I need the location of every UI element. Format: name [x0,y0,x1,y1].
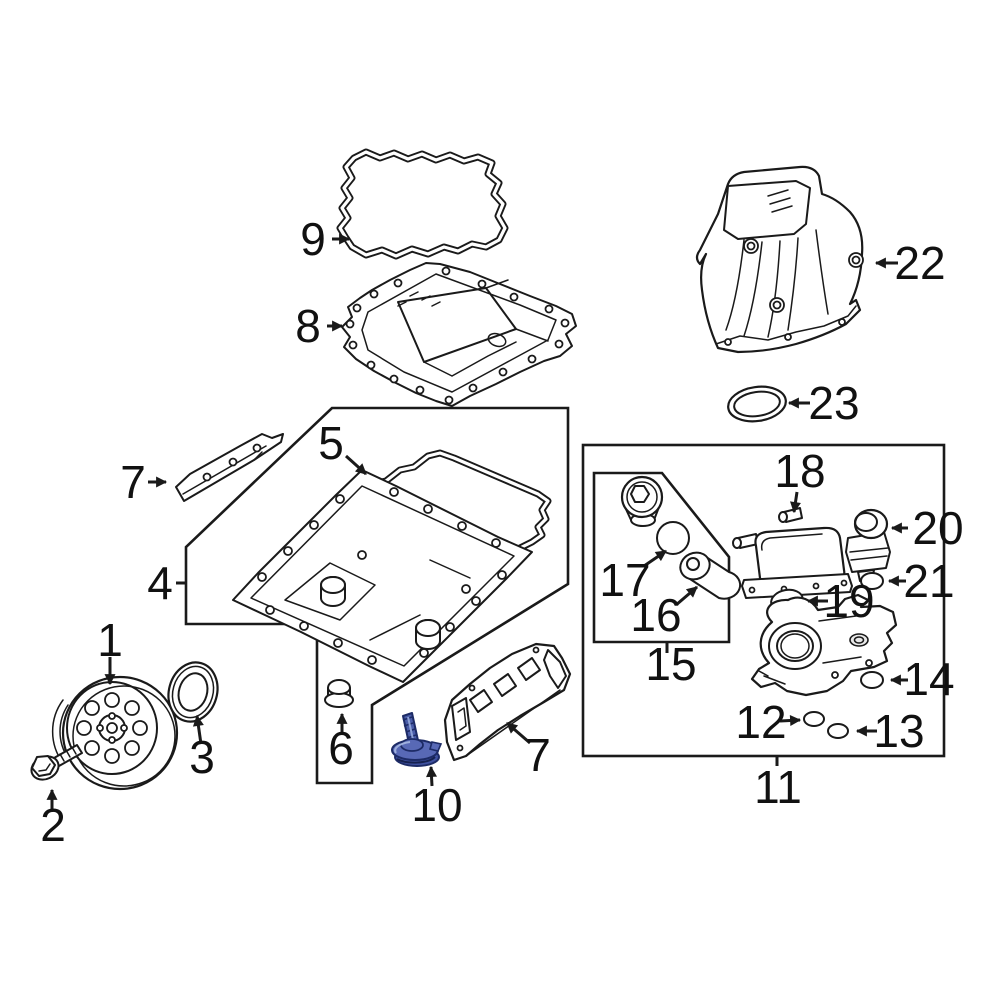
part-illustration-17-o-ring [656,521,690,555]
part-label-4: 4 [147,557,173,609]
part-illustration-16-filter-element [679,551,742,600]
part-illustration-23-gasket-ring [727,385,787,423]
part-label-6: 6 [328,722,354,774]
leader-12 [779,715,802,726]
part-label-7-right: 7 [525,729,551,781]
bolt-holes-4 [257,487,507,665]
leader-3 [192,714,204,745]
leader-7-right [506,721,531,745]
pulley-holes [76,692,148,764]
part-label-19: 19 [823,575,874,627]
leader-18 [790,491,801,514]
part-label-18: 18 [774,445,825,497]
part-label-20: 20 [912,502,963,554]
part-label-11: 11 [754,761,802,813]
leader-17 [643,549,667,568]
part-illustration-10-bolt-highlighted [391,712,443,767]
part-illustration-3-seal [167,661,219,723]
part-illustration-15-filter-cap [620,475,664,527]
part-illustration-13-seal [827,723,849,739]
part-illustration-2-bolt [30,744,83,781]
part-label-16: 16 [630,589,681,641]
part-illustration-6-plug [324,679,354,708]
part-label-14: 14 [903,653,954,705]
part-label-9: 9 [300,213,326,265]
drain-bosses [320,576,441,650]
part-illustration-20-valve [845,508,891,582]
part-label-7-left: 7 [120,456,146,508]
part-illustration-12-seal [803,711,825,727]
part-label-3: 3 [189,731,215,783]
part-illustration-21-seal [860,572,884,590]
part-label-5: 5 [318,417,344,469]
part-illustration-7-heat-shield [443,642,572,762]
bolt-holes-8 [345,266,570,405]
part-illustration-8-upper-oil-pan [341,262,577,407]
part-label-12: 12 [735,696,786,748]
part-illustration-1-pulley [51,675,179,791]
part-label-21: 21 [903,555,954,607]
part-label-22: 22 [894,237,945,289]
part-illustration-4-lower-oil-pan [232,469,533,683]
leader-10 [426,765,438,787]
part-illustration-11-adapter [750,593,898,697]
part-label-23: 23 [808,377,859,429]
leader-lines [46,233,908,812]
part-label-15: 15 [645,638,696,690]
part-label-2: 2 [40,799,66,851]
part-illustration-7-bracket [175,433,284,502]
part-illustration-22-intake-manifold [695,165,864,354]
part-illustration-9-gasket [336,148,509,260]
callout-labels: 1 2 3 4 5 6 7 7 8 9 10 11 12 13 14 15 16… [40,213,963,851]
part-label-10: 10 [411,779,462,831]
part-label-17: 17 [599,554,650,606]
part-label-1: 1 [97,614,123,666]
part-illustration-14-seal [860,671,884,689]
part-label-8: 8 [295,300,321,352]
leader-16 [675,585,698,607]
part-label-13: 13 [873,705,924,757]
leader-5 [344,454,368,476]
